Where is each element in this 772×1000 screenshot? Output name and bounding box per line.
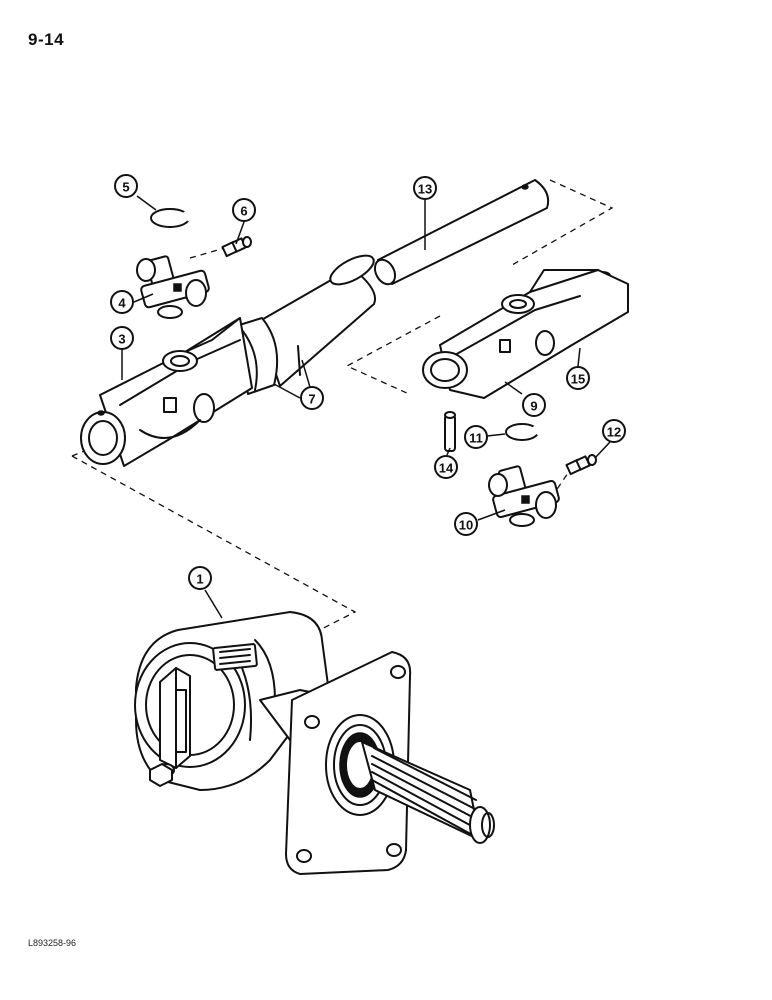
callout-6-label: 6 [240, 204, 247, 219]
part-14-pin [444, 411, 456, 452]
callout-11: 11 [464, 425, 488, 449]
callout-1: 1 [188, 566, 212, 590]
part-13-inner-tube [373, 179, 550, 286]
callout-13: 13 [413, 176, 437, 200]
part-7-outer-tube [235, 254, 376, 395]
part-11-snap-ring [505, 423, 542, 441]
callout-4: 4 [110, 290, 134, 314]
callout-7-label: 7 [308, 392, 315, 407]
figure-code: L893258-96 [28, 938, 77, 948]
callout-12: 12 [602, 419, 626, 443]
page-number: 9-14 [28, 30, 65, 49]
callout-9: 9 [522, 393, 546, 417]
callout-3: 3 [110, 326, 134, 350]
part-6-grease-fitting [221, 236, 252, 258]
callout-7: 7 [300, 386, 324, 410]
part-3-outer-yoke [80, 317, 253, 467]
part-4-universal-joint-cross [136, 255, 210, 319]
callout-15: 15 [566, 366, 590, 390]
callout-10-label: 10 [459, 518, 473, 533]
part-1-gearbox [134, 611, 495, 875]
callout-5: 5 [114, 174, 138, 198]
callout-4-label: 4 [118, 296, 126, 311]
callout-6: 6 [232, 198, 256, 222]
callout-1-label: 1 [196, 572, 203, 587]
callout-13-label: 13 [418, 182, 432, 197]
callout-11-label: 11 [469, 431, 483, 446]
callout-3-label: 3 [118, 332, 125, 347]
callout-14-label: 14 [439, 461, 454, 476]
callout-5-label: 5 [122, 180, 129, 195]
callout-12-label: 12 [607, 425, 621, 440]
callout-9-label: 9 [530, 399, 537, 414]
part-12-grease-fitting [565, 454, 597, 476]
callout-14: 14 [434, 455, 458, 479]
part-10-universal-joint-cross [488, 465, 560, 527]
callout-15-label: 15 [571, 372, 585, 387]
callout-10: 10 [454, 512, 478, 536]
part-9-inner-yoke [422, 269, 629, 399]
part-5-snap-ring [150, 208, 192, 228]
